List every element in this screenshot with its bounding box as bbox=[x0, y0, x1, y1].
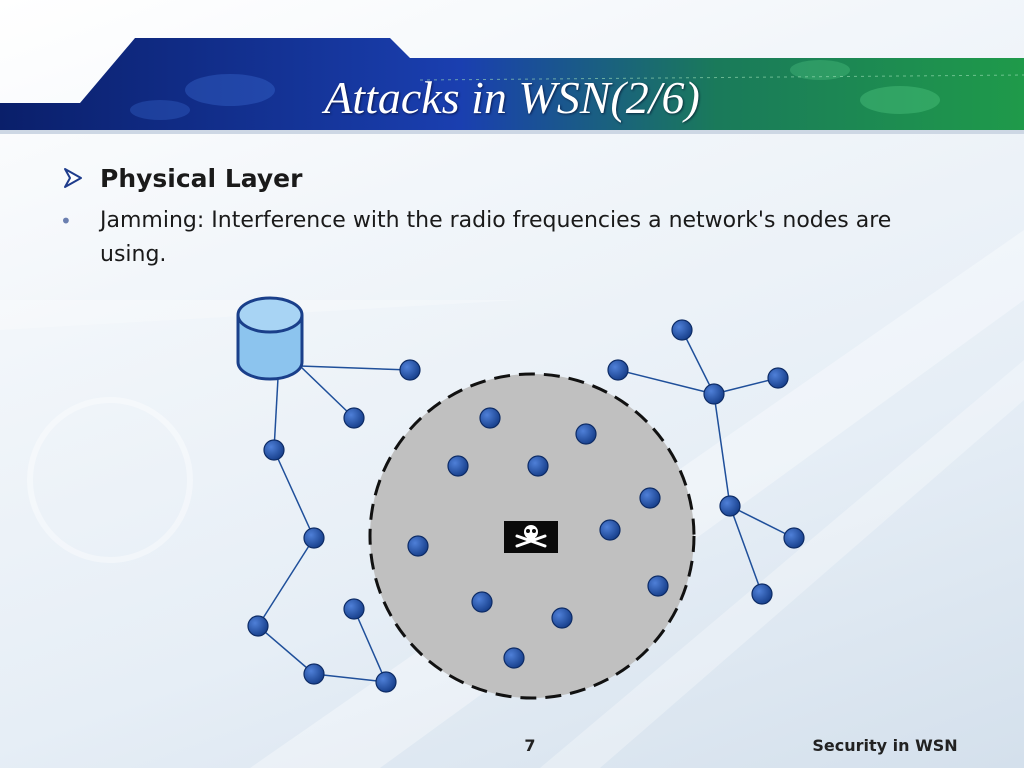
dot-bullet-icon: • bbox=[60, 209, 72, 233]
sensor-node bbox=[479, 407, 501, 429]
sensor-node bbox=[399, 359, 421, 381]
network-links bbox=[257, 329, 795, 683]
sensor-node bbox=[343, 407, 365, 429]
sensor-node bbox=[703, 383, 725, 405]
sensor-node bbox=[247, 615, 269, 637]
sensor-node bbox=[447, 455, 469, 477]
sensor-node bbox=[343, 598, 365, 620]
sensor-node bbox=[303, 527, 325, 549]
link bbox=[257, 537, 315, 627]
link bbox=[617, 369, 715, 395]
page-number: 7 bbox=[524, 736, 536, 755]
sensor-node bbox=[599, 519, 621, 541]
sensor-node bbox=[527, 455, 549, 477]
link bbox=[299, 365, 355, 419]
sensor-node bbox=[751, 583, 773, 605]
link bbox=[713, 377, 779, 395]
link bbox=[273, 377, 279, 451]
section-heading: Physical Layer bbox=[100, 163, 303, 193]
link bbox=[299, 365, 411, 371]
sensor-node bbox=[607, 359, 629, 381]
link bbox=[729, 505, 795, 539]
sensor-node bbox=[639, 487, 661, 509]
sensor-node bbox=[783, 527, 805, 549]
sensor-node bbox=[647, 575, 669, 597]
sensor-node bbox=[551, 607, 573, 629]
heading-bullet: Physical Layer bbox=[62, 160, 302, 196]
sensor-node bbox=[303, 663, 325, 685]
sensor-node bbox=[375, 671, 397, 693]
sensor-node bbox=[407, 535, 429, 557]
sensor-node bbox=[503, 647, 525, 669]
sensor-node bbox=[575, 423, 597, 445]
database-icon bbox=[236, 296, 304, 381]
slide-title: Attacks in WSN(2/6) bbox=[324, 72, 700, 123]
link bbox=[257, 625, 315, 675]
body-bullet: • Jamming: Interference with the radio f… bbox=[60, 204, 960, 272]
link bbox=[681, 329, 715, 395]
skull-crossbones-icon bbox=[504, 521, 558, 553]
footer-title: Security in WSN bbox=[812, 736, 958, 755]
link bbox=[313, 673, 387, 683]
sensor-node bbox=[471, 591, 493, 613]
sensor-node bbox=[719, 495, 741, 517]
sensor-node bbox=[767, 367, 789, 389]
header-banner bbox=[0, 38, 1024, 134]
link bbox=[713, 393, 731, 507]
link bbox=[273, 449, 315, 539]
sensor-node bbox=[671, 319, 693, 341]
link bbox=[729, 505, 763, 595]
bullet-text: Jamming: Interference with the radio fre… bbox=[100, 208, 892, 267]
sensor-node bbox=[263, 439, 285, 461]
arrow-bullet-icon bbox=[64, 168, 82, 188]
sensor-nodes bbox=[247, 319, 805, 693]
link bbox=[353, 608, 387, 683]
